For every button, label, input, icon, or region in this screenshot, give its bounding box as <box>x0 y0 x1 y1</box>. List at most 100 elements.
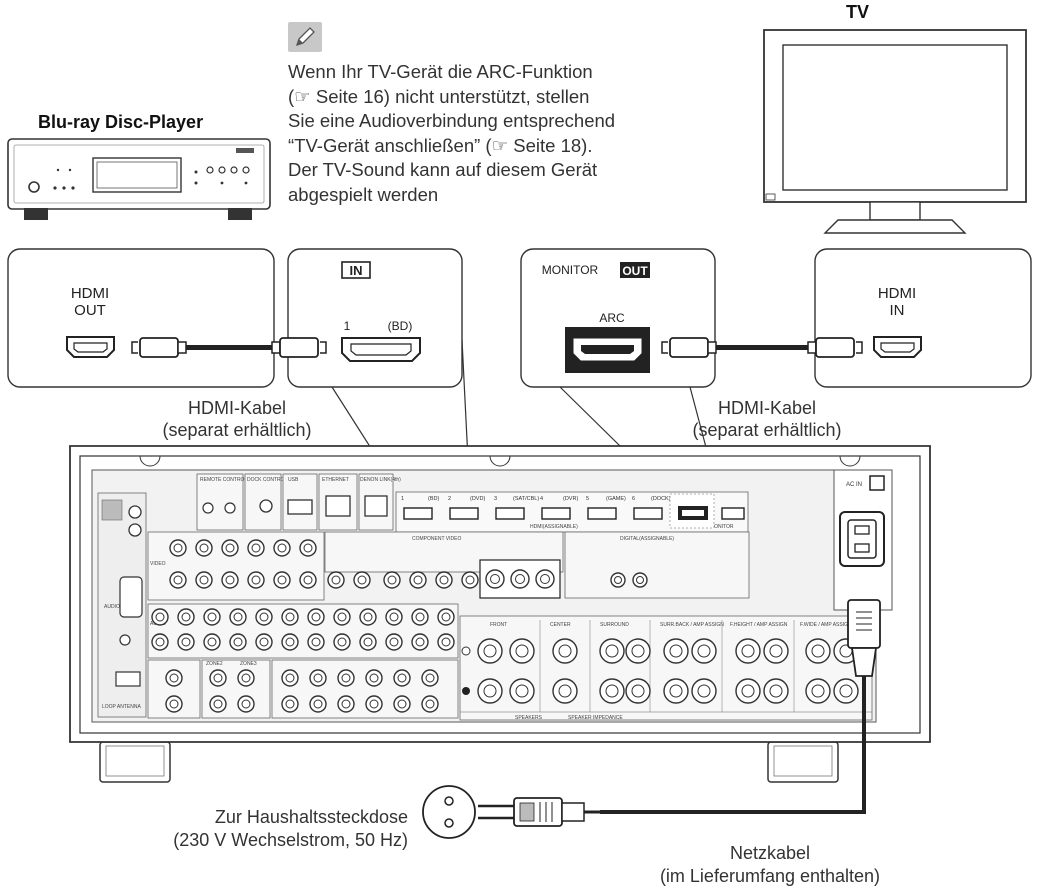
rca-jack <box>151 608 169 626</box>
rca-jack-inner <box>605 684 619 698</box>
rear-hdmi-in-3-num: 3 <box>494 496 497 502</box>
bluray-player-title: Blu-ray Disc-Player <box>38 112 204 132</box>
bluray-player-illustration <box>7 138 271 220</box>
rca-jack <box>299 571 317 589</box>
rca-jack-inner <box>558 684 572 698</box>
rca-jack <box>691 678 717 704</box>
note-line: (☞ Seite 16) nicht unterstützt, stellen <box>288 85 590 107</box>
rca-jack <box>221 539 239 557</box>
rca-jack <box>385 633 403 651</box>
rca-jack-inner <box>313 673 323 683</box>
rca-jack <box>281 695 299 713</box>
rca-jack <box>393 695 411 713</box>
rear-speaker-impedance: SPEAKER IMPEDANCE <box>568 715 623 721</box>
receiver-in-panel <box>287 248 463 388</box>
rca-jack <box>663 638 689 664</box>
rear-hdmi-in-5-num: 5 <box>586 496 589 502</box>
outlet-spec: (230 V Wechselstrom, 50 Hz) <box>173 830 408 850</box>
wall-socket <box>422 785 476 839</box>
player-hdmi-label-1: HDMI <box>71 285 109 302</box>
rca-jack-inner <box>558 644 572 658</box>
rca-jack <box>203 633 221 651</box>
rca-jack <box>151 633 169 651</box>
rear-label-denon-link: DENON LINK(4th) <box>360 477 401 483</box>
power-outlet-label: Zur Haushaltssteckdose (230 V Wechselstr… <box>100 806 408 852</box>
rca-jack-inner <box>397 699 407 709</box>
rca-jack-inner <box>155 637 165 647</box>
rca-jack-inner <box>259 637 269 647</box>
rca-jack <box>477 678 503 704</box>
rca-jack <box>435 571 453 589</box>
rca-jack <box>663 678 689 704</box>
rca-jack <box>691 638 717 664</box>
rear-hdmi-in-4-num: 4 <box>540 496 543 502</box>
rca-jack <box>309 669 327 687</box>
rca-jack <box>177 633 195 651</box>
rca-jack <box>632 572 648 588</box>
in-port-name: (BD) <box>388 319 413 333</box>
receiver-hdmi-in-port <box>341 337 421 362</box>
hdmi-cable-right <box>661 337 863 358</box>
tv-title: TV <box>846 2 870 22</box>
rca-jack-inner <box>277 543 287 553</box>
rca-jack-inner <box>839 684 853 698</box>
rca-jack-inner <box>669 684 683 698</box>
rca-jack-inner <box>465 575 475 585</box>
rca-jack-inner <box>439 575 449 585</box>
rca-jack <box>333 633 351 651</box>
rca-jack-inner <box>199 543 209 553</box>
rca-jack <box>552 678 578 704</box>
rca-jack-inner <box>285 637 295 647</box>
rca-jack-inner <box>515 684 529 698</box>
rca-jack <box>165 695 183 713</box>
rca-jack-inner <box>369 673 379 683</box>
rca-jack <box>333 608 351 626</box>
rear-ac-in: AC IN <box>846 482 862 488</box>
rca-jack <box>337 695 355 713</box>
rca-jack-inner <box>169 673 179 683</box>
rear-label-ethernet: ETHERNET <box>322 477 349 483</box>
rca-jack <box>255 633 273 651</box>
rca-jack-inner <box>303 543 313 553</box>
rca-jack-inner <box>425 673 435 683</box>
rear-hdmi-in-1-num: 1 <box>401 496 404 502</box>
rca-jack-inner <box>251 543 261 553</box>
rca-jack-inner <box>483 644 497 658</box>
power-cable-label: Netzkabel (im Lieferumfang enthalten) <box>600 842 940 888</box>
rca-jack <box>421 669 439 687</box>
rca-jack-inner <box>389 612 399 622</box>
rca-jack-inner <box>173 575 183 585</box>
rca-jack-inner <box>741 684 755 698</box>
rca-jack-inner <box>441 637 451 647</box>
rear-hdmi-in-5-name: (GAME) <box>606 496 626 502</box>
rca-jack <box>510 569 530 589</box>
rca-jack <box>309 695 327 713</box>
rca-jack-inner <box>636 576 644 584</box>
rear-label-component: COMPONENT VIDEO <box>412 536 461 542</box>
rear-spk-fwide: F.WIDE / AMP ASSIGN <box>800 622 852 628</box>
rca-jack-inner <box>233 612 243 622</box>
rca-jack <box>763 638 789 664</box>
note-line: “TV-Gerät anschließen” (☞ Seite 18). <box>288 134 593 156</box>
rca-jack-inner <box>313 699 323 709</box>
rear-speakers: SPEAKERS <box>515 715 543 721</box>
rca-jack <box>625 678 651 704</box>
rca-jack-inner <box>225 575 235 585</box>
rear-monitor-label: MONITOR <box>710 524 734 530</box>
rca-jack-inner <box>415 612 425 622</box>
rear-hdmi-in-4-name: (DVR) <box>563 496 578 502</box>
rca-jack <box>209 695 227 713</box>
rca-jack-inner <box>259 612 269 622</box>
rca-jack <box>281 608 299 626</box>
rca-jack-inner <box>425 699 435 709</box>
rca-jack-inner <box>811 644 825 658</box>
cable-note: (im Lieferumfang enthalten) <box>659 866 881 886</box>
rca-jack-inner <box>241 673 251 683</box>
rca-jack <box>195 539 213 557</box>
hdmi-cable-right-label: HDMI-Kabel (separat erhältlich) <box>672 397 862 441</box>
rca-jack <box>421 695 439 713</box>
rca-jack-inner <box>331 575 341 585</box>
rca-jack-inner <box>605 644 619 658</box>
rear-jacks <box>151 539 859 713</box>
rear-label-usb: USB <box>288 477 299 483</box>
